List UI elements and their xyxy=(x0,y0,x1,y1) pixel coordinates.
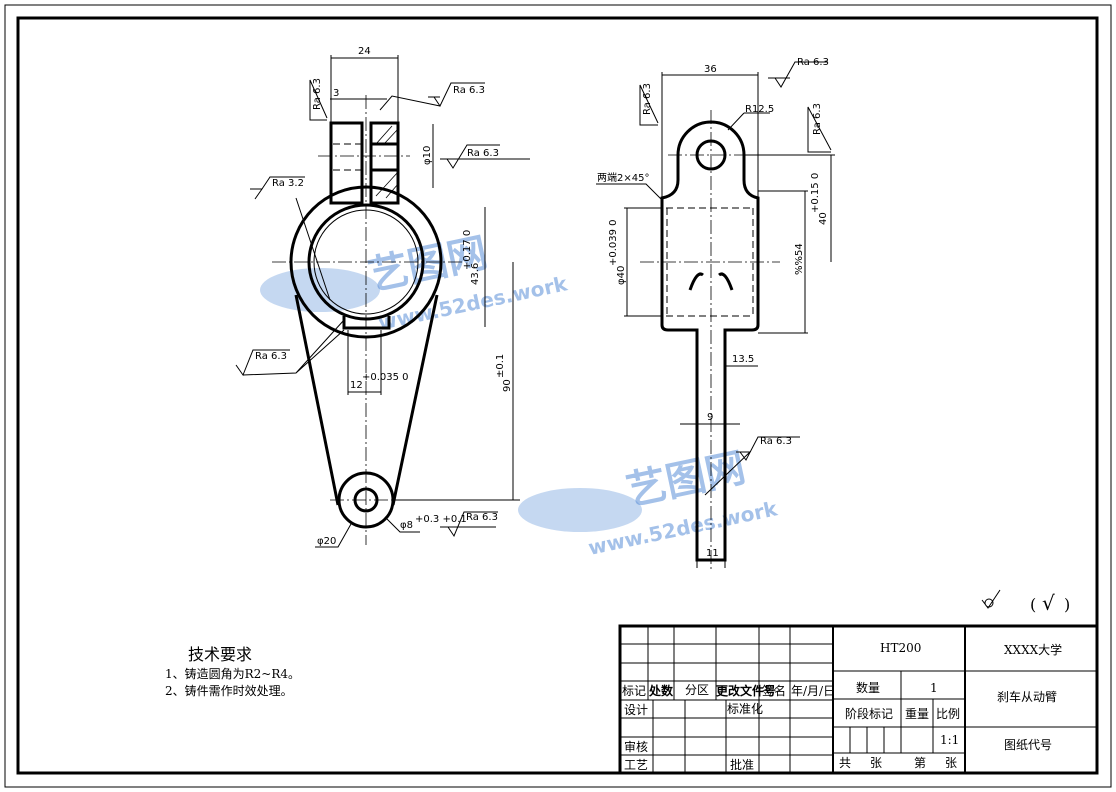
svg-text:Ra 6.3: Ra 6.3 xyxy=(453,85,485,96)
svg-text:1:1: 1:1 xyxy=(940,733,959,747)
svg-text:Ra 3.2: Ra 3.2 xyxy=(272,178,304,189)
svg-text:Ra 6.3: Ra 6.3 xyxy=(312,78,323,110)
rev-header: 签名 xyxy=(762,683,786,698)
svg-text:批准: 批准 xyxy=(730,757,754,772)
side-view: 36 R12.5 两端2×45° φ40 +0.039 0 40 +0.15 0… xyxy=(596,57,835,570)
svg-text:11: 11 xyxy=(706,548,719,559)
title-block: 标记 处数 分区 更改文件号 签名 年/月/日 设计 标准化 审核 工艺 批准 … xyxy=(618,624,1099,775)
svg-text:+0.17 0: +0.17 0 xyxy=(462,230,473,270)
svg-text:90: 90 xyxy=(502,379,513,392)
svg-text:张: 张 xyxy=(870,756,882,770)
svg-text:12: 12 xyxy=(350,380,363,391)
svg-text:1: 1 xyxy=(930,681,938,695)
front-view: 24 3 φ10 43.6 +0.17 0 90 ±0.1 12 +0.035 … xyxy=(235,46,530,548)
svg-text:共: 共 xyxy=(839,756,851,770)
technical-requirements: 技术要求 1、铸造圆角为R2~R4。 2、铸件需作时效处理。 xyxy=(165,645,300,698)
svg-text:Ra 6.3: Ra 6.3 xyxy=(760,436,792,447)
svg-text:): ) xyxy=(1064,595,1070,614)
svg-text:两端2×45°: 两端2×45° xyxy=(597,171,649,184)
outer-border xyxy=(4,4,1112,788)
school: XXXX大学 xyxy=(1004,642,1062,657)
svg-text:±0.1: ±0.1 xyxy=(495,354,506,378)
rev-header: 标记 xyxy=(622,684,646,698)
svg-text:比例: 比例 xyxy=(936,707,960,721)
svg-text:重量: 重量 xyxy=(905,707,929,721)
svg-text:√: √ xyxy=(1042,591,1055,615)
svg-text:40: 40 xyxy=(818,212,829,225)
material: HT200 xyxy=(880,641,921,655)
rev-header: 分区 xyxy=(685,683,709,697)
svg-text:Ra 6.3: Ra 6.3 xyxy=(812,103,823,135)
svg-text:数量: 数量 xyxy=(856,680,880,695)
dim-3: 3 xyxy=(333,88,339,99)
svg-text:R12.5: R12.5 xyxy=(745,104,774,115)
svg-text:(: ( xyxy=(1030,595,1036,614)
rev-header: 更改文件号 xyxy=(716,683,776,698)
svg-text:φ40: φ40 xyxy=(616,266,627,285)
svg-text:1、铸造圆角为R2~R4。: 1、铸造圆角为R2~R4。 xyxy=(165,666,300,681)
svg-text:阶段标记: 阶段标记 xyxy=(845,706,893,721)
svg-text:φ20: φ20 xyxy=(317,536,336,547)
dim-phi10: φ10 xyxy=(422,146,433,165)
svg-text:标准化: 标准化 xyxy=(727,702,763,716)
svg-text:φ8: φ8 xyxy=(400,520,413,531)
svg-text:9: 9 xyxy=(707,412,713,423)
dim-24: 24 xyxy=(358,46,371,57)
svg-text:%%54: %%54 xyxy=(794,243,805,275)
rev-header: 处数 xyxy=(648,683,674,698)
svg-text:+0.3 +0.1: +0.3 +0.1 xyxy=(415,514,467,525)
svg-text:13.5: 13.5 xyxy=(732,354,754,365)
svg-text:审核: 审核 xyxy=(624,739,648,754)
watermark: 艺图网 www.52des.work 艺图网 www.52des.work xyxy=(260,230,780,560)
general-roughness: ( √ ) xyxy=(981,589,1070,615)
svg-text:43.6: 43.6 xyxy=(470,263,481,285)
svg-text:+0.039 0: +0.039 0 xyxy=(608,219,619,266)
svg-text:技术要求: 技术要求 xyxy=(188,645,252,664)
svg-text:Ra 6.3: Ra 6.3 xyxy=(466,512,498,523)
svg-text:Ra 6.3: Ra 6.3 xyxy=(467,148,499,159)
svg-text:设计: 设计 xyxy=(624,703,648,717)
rev-header: 年/月/日 xyxy=(791,684,835,698)
svg-text:张: 张 xyxy=(945,756,957,770)
svg-text:艺图网: 艺图网 xyxy=(623,445,750,515)
svg-text:Ra 6.3: Ra 6.3 xyxy=(642,83,653,115)
svg-text:Ra 6.3: Ra 6.3 xyxy=(255,351,287,362)
svg-text:2、铸件需作时效处理。: 2、铸件需作时效处理。 xyxy=(165,683,293,698)
part-name: 刹车从动臂 xyxy=(997,689,1057,704)
svg-text:第: 第 xyxy=(914,756,926,770)
inner-frame xyxy=(16,16,1099,775)
svg-text:+0.035 0: +0.035 0 xyxy=(362,372,409,383)
svg-text:图纸代号: 图纸代号 xyxy=(1004,738,1052,752)
svg-text:Ra 6.3: Ra 6.3 xyxy=(797,57,829,68)
svg-text:工艺: 工艺 xyxy=(624,758,648,772)
svg-text:+0.15 0: +0.15 0 xyxy=(810,173,821,213)
svg-text:36: 36 xyxy=(704,64,717,75)
